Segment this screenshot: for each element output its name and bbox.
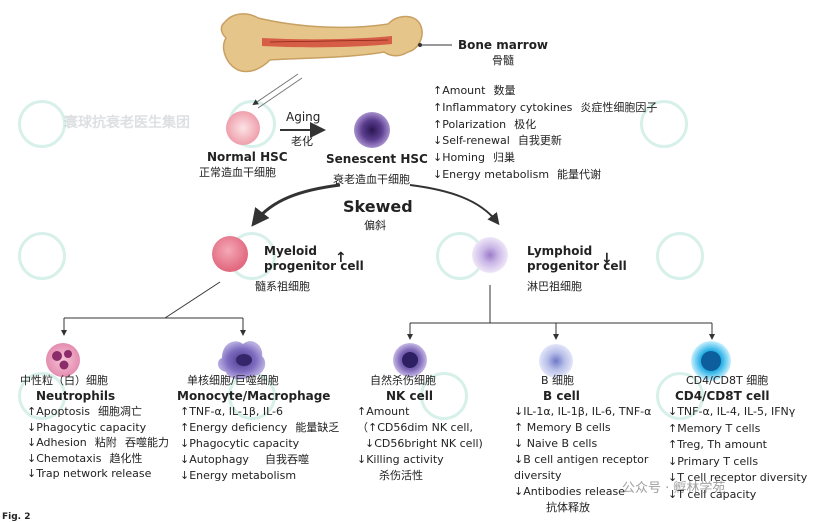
watermark-logo (18, 372, 66, 420)
watermark-logo (656, 372, 704, 420)
normal-hsc-label-zh: 正常造血干细胞 (199, 166, 276, 179)
watermark-logo (420, 372, 468, 420)
skewed-label-zh: 偏斜 (364, 219, 386, 232)
lymphoid-arrow: ↓ (601, 251, 613, 267)
myeloid-progenitor-cell (212, 236, 248, 272)
bone-illustration (220, 13, 423, 73)
bcell-title: B cell (543, 389, 580, 403)
senescent-hsc-label: Senescent HSC (326, 152, 428, 166)
aging-label-zh: 老化 (291, 135, 313, 148)
nk-title-zh: 自然杀伤细胞 (370, 374, 436, 387)
senescent-hsc-cell (354, 112, 390, 148)
b-cell (539, 344, 573, 378)
watermark-logo (18, 232, 66, 280)
nk-list: ↑Amount （↑CD56dim NK cell, ↓CD56bright N… (357, 405, 483, 482)
monocyte-cell (217, 341, 266, 380)
bone-marrow-label-zh: 骨髓 (492, 54, 514, 67)
myeloid-label-zh: 髓系祖细胞 (255, 280, 310, 293)
watermark-logo (18, 100, 66, 148)
aging-label: Aging (286, 110, 321, 124)
lymphoid-progenitor-cell (472, 237, 508, 273)
senescent-hsc-label-zh: 衰老造血干细胞 (333, 173, 410, 186)
tcell-title-zh: CD4/CD8T 细胞 (686, 374, 769, 387)
watermark-logo (656, 232, 704, 280)
neutrophils-title: Neutrophils (36, 389, 116, 403)
figure-label: Fig. 2 (2, 512, 31, 522)
bcell-list: ↓IL-1α, IL-1β, IL-6, TNF-α ↑ Memory B ce… (514, 405, 652, 514)
bone-marrow-label: Bone marrow (458, 38, 549, 52)
monocyte-title: Monocyte/Macrophage (177, 389, 331, 403)
myeloid-arrow: ↑ (335, 250, 347, 266)
neutrophil-cell (46, 343, 80, 377)
wechat-watermark: 公众号 · 孵林学苑 (622, 481, 726, 496)
nk-title: NK cell (386, 389, 433, 403)
normal-hsc-label: Normal HSC (207, 150, 288, 164)
tcell-list: ↓TNF-α, IL-4, IL-5, IFNγ ↑Memory T cells… (668, 405, 808, 501)
neutrophils-title-zh: 中性粒（白）细胞 (20, 374, 108, 387)
skewed-label: Skewed (343, 197, 413, 216)
lymphoid-label-zh: 淋巴祖细胞 (527, 280, 582, 293)
watermark-logo (640, 100, 688, 148)
tcell-title: CD4/CD8T cell (675, 389, 770, 403)
bcell-title-zh: B 细胞 (541, 374, 575, 387)
watermark-text: 寰球抗衰老医生集团 (64, 115, 190, 131)
monocyte-title-zh: 单核细胞/巨噬细胞 (187, 374, 279, 387)
normal-hsc-cell (226, 111, 260, 145)
